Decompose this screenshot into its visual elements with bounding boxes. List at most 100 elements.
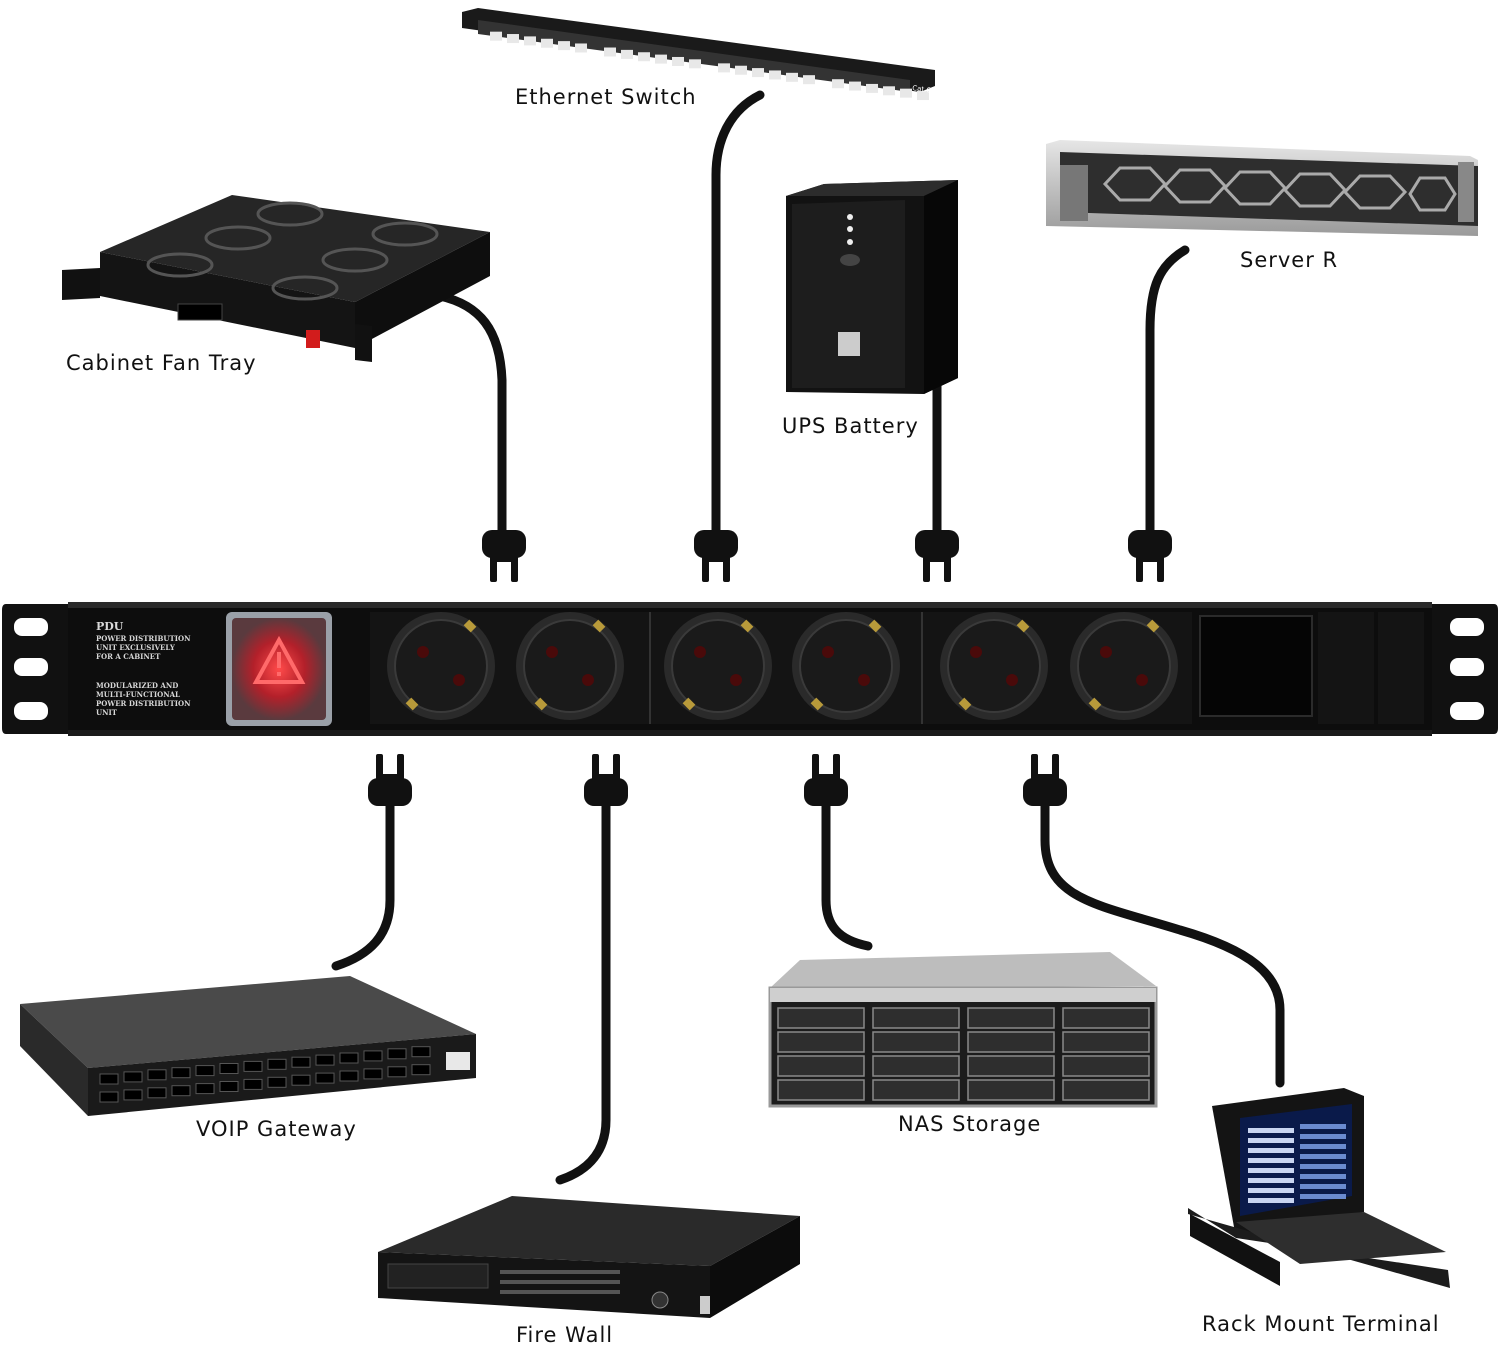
svg-text:UNIT: UNIT [96, 708, 118, 717]
nas-drive-bay [967, 1031, 1055, 1053]
patch-port [575, 43, 587, 53]
patch-port [655, 54, 667, 64]
nas-drive-bay [1062, 1079, 1150, 1101]
voip-port [147, 1087, 167, 1099]
plug-firewall [584, 754, 628, 806]
label-rack-mount-terminal: Rack Mount Terminal [1202, 1312, 1440, 1336]
fan-tray-display [177, 303, 223, 321]
voip-port [387, 1066, 407, 1078]
nas-drive-bay [777, 1079, 865, 1101]
voip-port [123, 1089, 143, 1101]
nas-drive-bay [967, 1007, 1055, 1029]
voip-port [291, 1056, 311, 1068]
patch-port-number: 3 [525, 49, 529, 56]
pdu-outlet-3[interactable] [664, 612, 772, 720]
patch-port-number: 9 [639, 65, 643, 72]
svg-text:UNIT EXCLUSIVELY: UNIT EXCLUSIVELY [96, 643, 176, 652]
patch-port [490, 31, 502, 41]
label-ups-battery: UPS Battery [782, 414, 919, 438]
voip-port [219, 1063, 239, 1074]
patch-port [718, 63, 730, 73]
patch-port [832, 79, 844, 89]
terminal-row [1300, 1184, 1346, 1189]
voip-port [363, 1068, 383, 1080]
voip-port [195, 1083, 215, 1095]
rack-mount-terminal-image [1188, 1088, 1450, 1288]
svg-text:FOR A CABINET: FOR A CABINET [96, 652, 161, 661]
patch-port-number: 15 [753, 81, 761, 88]
patch-port [558, 41, 570, 51]
pdu-blank-plate [1199, 615, 1313, 717]
patch-port [752, 68, 764, 78]
voip-port [339, 1070, 359, 1082]
patch-port [883, 86, 895, 96]
nas-drive-bays [777, 1007, 1150, 1101]
patch-port-number: 23 [901, 102, 909, 109]
pdu-outlet-2[interactable] [516, 612, 624, 720]
voip-port [147, 1069, 167, 1081]
label-nas-storage: NAS Storage [898, 1112, 1042, 1136]
nas-drive-bay [872, 1079, 960, 1101]
voip-port [123, 1071, 143, 1083]
svg-text:MULTI-FUNCTIONAL: MULTI-FUNCTIONAL [96, 690, 180, 699]
patch-port [849, 81, 861, 91]
patch-port-number: 1 [491, 45, 495, 52]
patch-port-number: 16 [770, 83, 778, 90]
svg-text:MODULARIZED AND: MODULARIZED AND [96, 681, 178, 690]
label-voip-gateway: VOIP Gateway [196, 1117, 357, 1141]
pdu-outlet-5[interactable] [940, 612, 1048, 720]
terminal-row [1300, 1144, 1346, 1149]
nas-drive-bay [777, 1055, 865, 1077]
voip-port [243, 1078, 263, 1090]
voip-port [99, 1091, 119, 1103]
plug-fan-tray [482, 530, 526, 582]
terminal-row [1248, 1188, 1294, 1193]
patch-port-number: 17 [787, 86, 795, 93]
nas-drive-bay [1062, 1055, 1150, 1077]
cable-terminal [1040, 795, 1285, 1088]
pdu-outlet-1[interactable] [387, 612, 495, 720]
voip-port [267, 1076, 287, 1088]
cat6-label: Cat.6 [912, 84, 932, 95]
voip-port [363, 1050, 383, 1062]
patch-port-number: 20 [850, 95, 858, 102]
label-fire-wall: Fire Wall [516, 1323, 614, 1347]
patch-port-number: 4 [542, 52, 546, 59]
patch-port [866, 83, 878, 93]
label-ethernet-switch: Ethernet Switch [515, 85, 697, 109]
patch-port-number: 8 [622, 63, 626, 70]
terminal-row [1248, 1138, 1294, 1143]
svg-text:POWER DISTRIBUTION: POWER DISTRIBUTION [96, 699, 191, 708]
nas-drive-bay [967, 1079, 1055, 1101]
ups-battery-image [786, 180, 958, 394]
patch-port-number: 2 [508, 47, 512, 54]
terminal-row [1248, 1158, 1294, 1163]
patch-port [604, 47, 616, 57]
label-server: Server R [1240, 248, 1339, 272]
voip-port [171, 1067, 191, 1079]
voip-port [195, 1065, 215, 1077]
patch-port-number: 14 [736, 79, 744, 86]
nas-drive-bay [1062, 1031, 1150, 1053]
voip-port [171, 1085, 191, 1097]
patch-port [803, 75, 815, 85]
plug-nas [804, 754, 848, 806]
patch-port [524, 36, 536, 46]
patch-port [900, 88, 912, 98]
nas-drive-bay [872, 1055, 960, 1077]
pdu-power-switch[interactable] [226, 612, 332, 726]
nas-drive-bay [872, 1007, 960, 1029]
fan-tray-power-switch [306, 330, 320, 348]
pdu-left-ear [2, 604, 70, 734]
voip-ports [99, 1046, 431, 1103]
patch-port-number: 22 [884, 99, 892, 106]
cable-server [1145, 245, 1190, 539]
pdu-outlet-6[interactable] [1070, 612, 1178, 720]
patch-port-number: 18 [804, 88, 812, 95]
patch-port [638, 52, 650, 62]
patch-port [786, 72, 798, 82]
terminal-row [1300, 1164, 1346, 1169]
voip-port [291, 1074, 311, 1086]
pdu-outlets [387, 612, 1178, 720]
pdu-outlet-4[interactable] [792, 612, 900, 720]
